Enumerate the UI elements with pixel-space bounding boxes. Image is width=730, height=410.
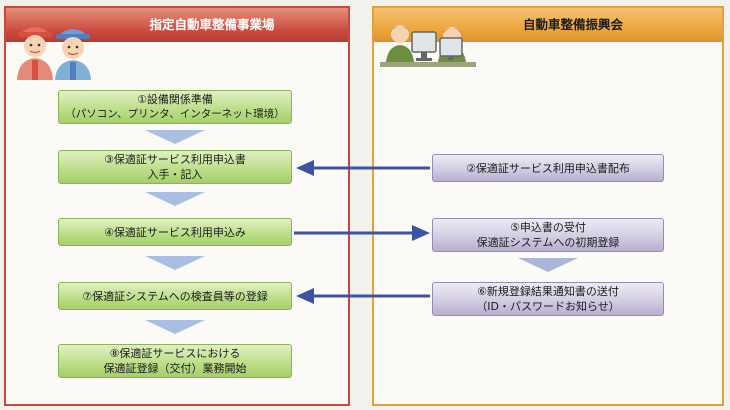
step-8-start-operations: ⑧保適証サービスにおける 保適証登録（交付）業務開始 — [58, 344, 292, 378]
step-5-receive-application: ⑤申込書の受付 保適証システムへの初期登録 — [432, 218, 664, 252]
step-7-title: ⑦保適証システムへの検査員等の登録 — [82, 289, 268, 303]
office-workers-icon — [380, 25, 476, 67]
step-2-title: ②保適証サービス利用申込書配布 — [466, 161, 630, 175]
step-4-title: ④保適証サービス利用申込み — [104, 225, 246, 239]
step-3-detail: 入手・記入 — [147, 168, 203, 181]
step-7-register-inspectors: ⑦保適証システムへの検査員等の登録 — [58, 282, 292, 310]
step-3-title: ③保適証サービス利用申込書 — [104, 153, 246, 166]
step-8-title: ⑧保適証サービスにおける — [109, 347, 241, 360]
step-8-detail: 保適証登録（交付）業務開始 — [103, 362, 247, 375]
step-5-title: ⑤申込書の受付 — [510, 221, 586, 234]
arrow-step6-to-step7 — [296, 288, 430, 304]
down-arrow-1 — [145, 130, 205, 144]
step-2-distribute-form: ②保適証サービス利用申込書配布 — [432, 154, 664, 182]
step-3-application-form: ③保適証サービス利用申込書 入手・記入 — [58, 150, 292, 184]
step-1-equipment-prep: ①設備関係準備 （パソコン、プリンタ、インターネット環境） — [58, 90, 292, 124]
down-arrow-4 — [145, 320, 205, 334]
step-1-detail: （パソコン、プリンタ、インターネット環境） — [65, 108, 285, 120]
step-1-title: ①設備関係準備 — [137, 93, 213, 106]
step-6-send-notification: ⑥新規登録結果通知書の送付 （ID・パスワードお知らせ） — [432, 282, 664, 316]
step-4-apply: ④保適証サービス利用申込み — [58, 218, 292, 246]
association-panel: 自動車整備振興会 — [372, 6, 724, 406]
down-arrow-2 — [145, 192, 205, 206]
step-5-detail: 保適証システムへの初期登録 — [476, 236, 620, 249]
step-6-title: ⑥新規登録結果通知書の送付 — [477, 285, 619, 298]
workshop-panel: 指定自動車整備事業場 — [4, 6, 350, 406]
step-6-detail: （ID・パスワードお知らせ） — [476, 300, 620, 313]
down-arrow-3 — [145, 256, 205, 270]
mechanics-icon — [17, 27, 91, 80]
arrow-step2-to-step3 — [296, 160, 430, 176]
down-arrow-5 — [518, 258, 578, 272]
arrow-step4-to-step5 — [294, 225, 430, 241]
